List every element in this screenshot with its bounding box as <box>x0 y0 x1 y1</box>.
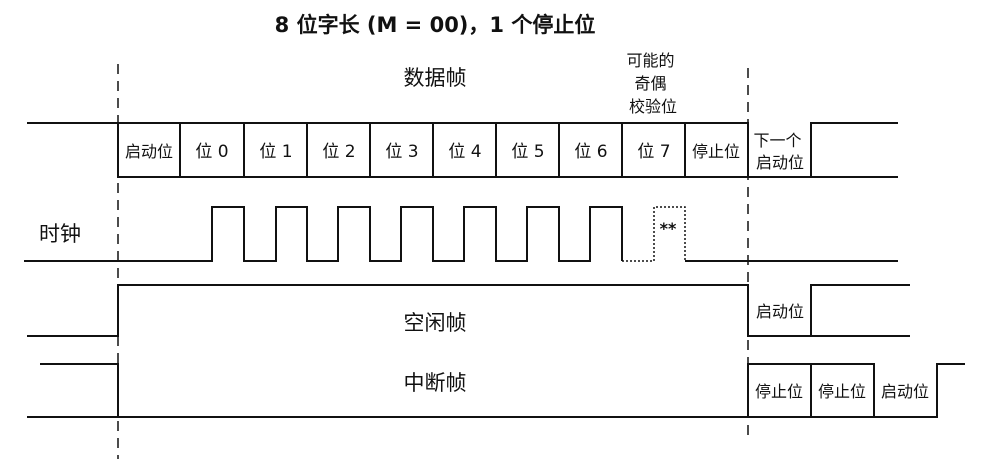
cell-start-bit: 启动位 <box>125 142 173 161</box>
idle-frame-waveform <box>27 284 910 337</box>
break-frame-label: 中断帧 <box>404 371 467 395</box>
optional-clock-mark: ** <box>660 219 677 238</box>
idle-frame-row: 空闲帧 启动位 <box>27 284 910 337</box>
data-frame-label: 数据帧 <box>404 66 467 90</box>
break-stop-bit-1: 停止位 <box>755 382 803 401</box>
cell-bit-2: 位 2 <box>322 142 355 162</box>
data-frame-row: 数据帧 可能的 奇偶 校验位 启动位 位 0 位 1 位 2 位 3 位 4 位… <box>27 51 898 178</box>
clock-row: 时钟 ** <box>24 206 898 262</box>
clock-waveform <box>24 206 623 262</box>
next-start-bit: 下一个 启动位 <box>753 131 806 172</box>
break-frame-waveform <box>27 363 965 418</box>
cell-bit-0: 位 0 <box>195 142 228 162</box>
break-start-bit: 启动位 <box>881 382 929 401</box>
idle-start-bit: 启动位 <box>756 302 804 321</box>
optional-parity-clock <box>622 206 686 262</box>
clock-label: 时钟 <box>39 222 81 246</box>
cell-bit-3: 位 3 <box>385 142 418 162</box>
cell-bit-7: 位 7 <box>637 142 670 162</box>
idle-frame-label: 空闲帧 <box>404 311 467 335</box>
cell-bit-4: 位 4 <box>448 142 481 162</box>
data-frame-waveform <box>27 122 898 178</box>
break-stop-bit-2: 停止位 <box>818 382 866 401</box>
diagram-title: 8 位字长 (M = 00)，1 个停止位 <box>275 13 596 37</box>
parity-note: 可能的 奇偶 校验位 <box>626 51 679 116</box>
cell-bit-5: 位 5 <box>511 142 544 162</box>
cell-bit-1: 位 1 <box>259 142 292 162</box>
cell-stop-bit: 停止位 <box>692 142 740 161</box>
cell-bit-6: 位 6 <box>574 142 607 162</box>
break-frame-row: 中断帧 停止位 停止位 启动位 <box>27 363 965 418</box>
